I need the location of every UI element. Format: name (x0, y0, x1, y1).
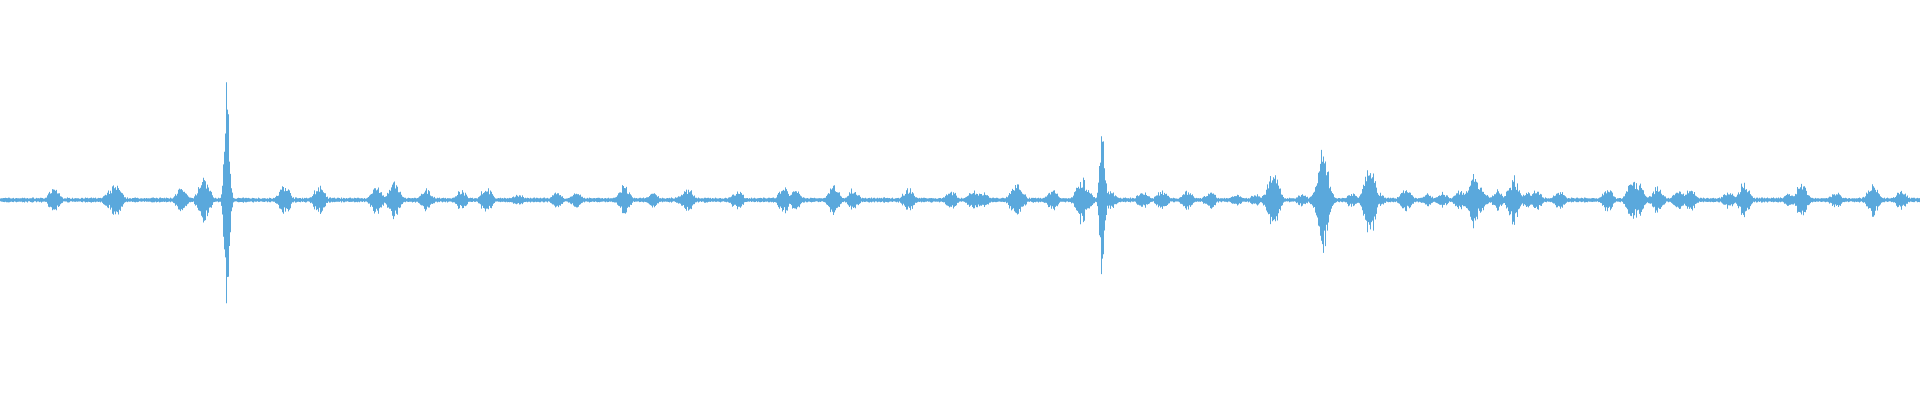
waveform-signal (0, 82, 1920, 304)
